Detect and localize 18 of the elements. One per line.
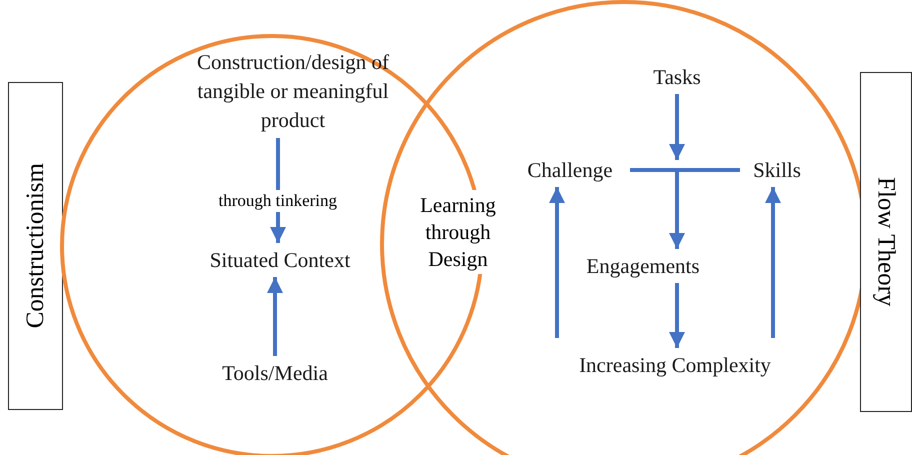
text-label: Challenge	[512, 155, 628, 185]
title-box	[8, 82, 63, 410]
text-label: Situated Context	[180, 245, 380, 275]
rotated-label: Constructionism	[21, 163, 50, 329]
arrow	[669, 94, 685, 160]
connector-line	[630, 168, 740, 172]
rotated-label: Flow Theory	[872, 177, 900, 307]
text-label: Skills	[742, 155, 812, 185]
arrow	[669, 283, 685, 348]
arrow	[549, 187, 565, 338]
title-box	[860, 72, 912, 412]
text-label: Tasks	[632, 62, 722, 92]
arrow	[267, 277, 283, 356]
text-label: Engagements	[583, 251, 703, 281]
arrow	[765, 187, 781, 338]
text-label: Tools/Media	[195, 358, 355, 388]
arrow	[669, 172, 685, 249]
text-label: Increasing Complexity	[555, 350, 795, 380]
